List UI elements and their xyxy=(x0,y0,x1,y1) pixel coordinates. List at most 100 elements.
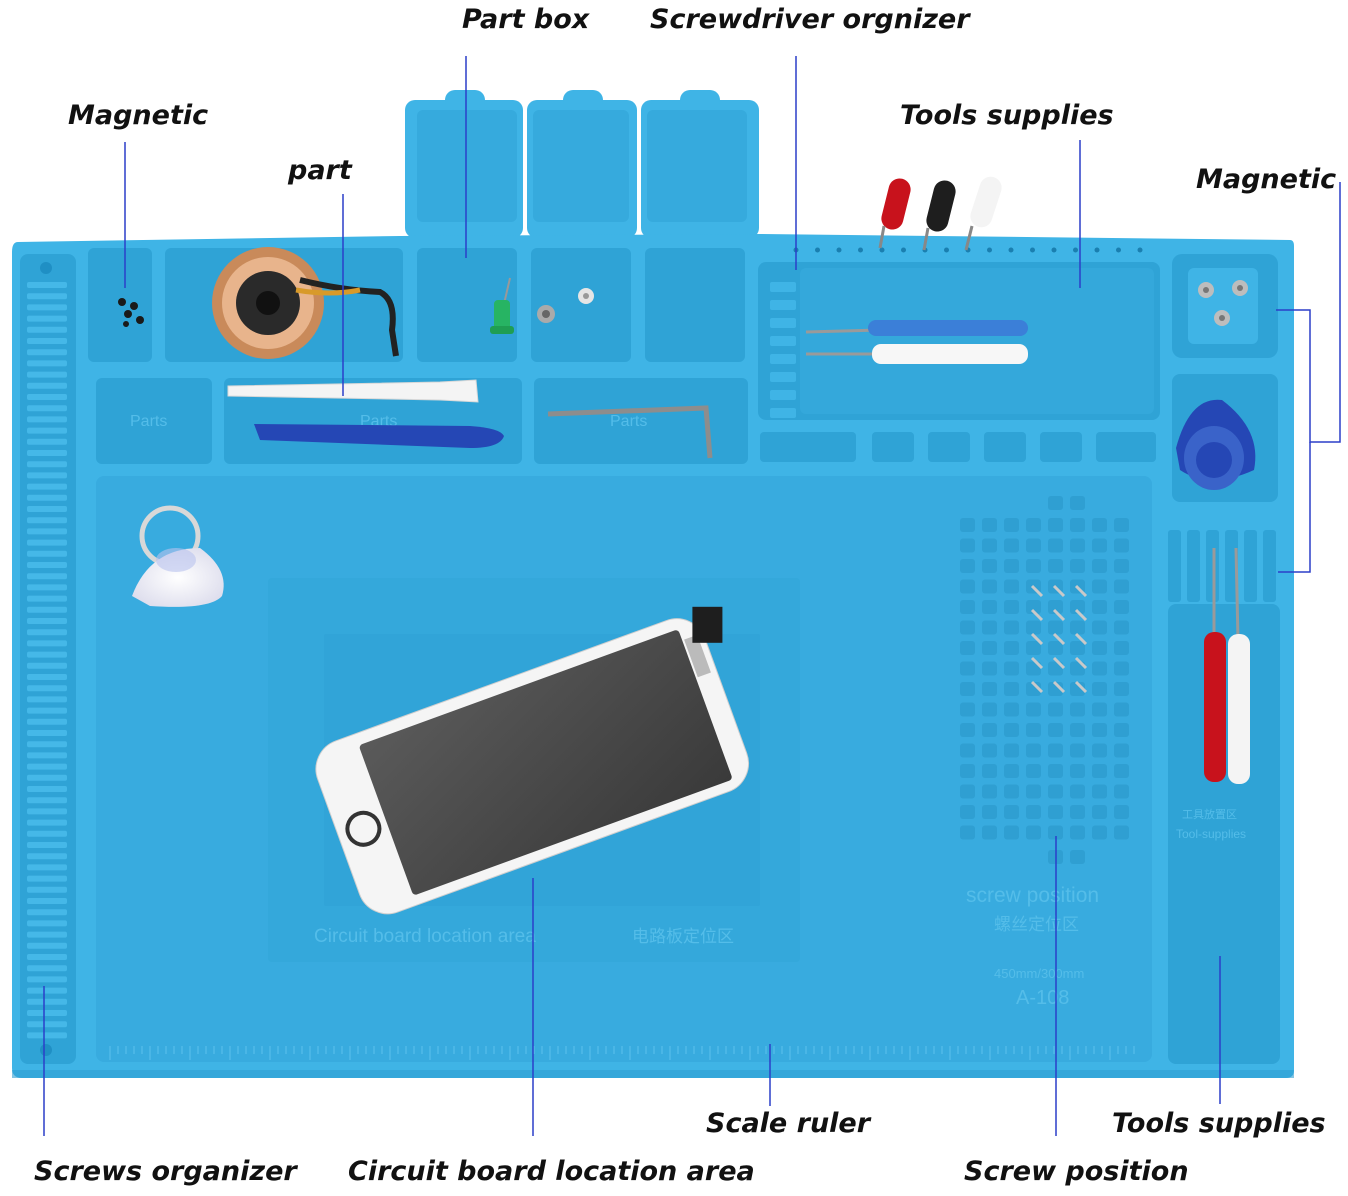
screw-cell xyxy=(1026,559,1041,573)
parts-label-1: Parts xyxy=(130,413,167,430)
small-screws xyxy=(118,298,144,327)
organizer-slot xyxy=(27,875,67,882)
screw-cell xyxy=(960,518,975,532)
screw-cell xyxy=(1048,702,1063,717)
leader-lines xyxy=(43,56,1341,1136)
screw-cell xyxy=(1114,723,1129,737)
grid-screw xyxy=(1030,632,1044,646)
organizer-slot xyxy=(27,819,67,826)
screw-cell xyxy=(982,743,997,758)
grid-screw xyxy=(1052,680,1066,694)
screw-cell xyxy=(1092,538,1107,553)
screw-cell xyxy=(1004,579,1019,594)
screw-cell xyxy=(1114,825,1129,840)
screw-cell xyxy=(1070,764,1085,778)
organizer-slot xyxy=(27,987,67,994)
organizer-slot xyxy=(27,909,67,916)
parts-label-3: Parts xyxy=(610,413,647,430)
screw-cell xyxy=(1026,702,1041,717)
organizer-slot xyxy=(27,304,67,311)
screw-cell xyxy=(982,825,997,840)
screw-cell xyxy=(1092,641,1107,655)
screw-cell xyxy=(1114,661,1129,676)
organizer-slot xyxy=(27,371,67,378)
grid-screw xyxy=(1052,656,1066,670)
screw-cell xyxy=(982,641,997,655)
organizer-slot xyxy=(27,438,67,445)
screw-cell xyxy=(1026,600,1041,614)
screw-cell xyxy=(1092,743,1107,758)
grid-screw xyxy=(1030,680,1044,694)
screw-cell xyxy=(1004,538,1019,553)
organizer-slot xyxy=(27,382,67,389)
screw-cell xyxy=(1092,579,1107,594)
organizer-slot xyxy=(27,674,67,680)
mini-slot xyxy=(928,432,970,462)
tray-pin xyxy=(836,247,842,253)
organizer-slot xyxy=(27,517,67,524)
screw-cell xyxy=(960,579,975,594)
screw-cell xyxy=(1026,743,1041,758)
grid-screw xyxy=(1052,608,1066,622)
white-pry-tool xyxy=(227,379,479,403)
organizer-slot xyxy=(27,842,67,848)
tool-slot xyxy=(1263,530,1276,602)
organizer-slot xyxy=(27,864,67,871)
grid-screw xyxy=(1074,680,1088,694)
screw-cell xyxy=(960,559,975,573)
organizer-slot xyxy=(27,730,67,736)
screw-cell xyxy=(982,682,997,696)
screw-cell xyxy=(1114,743,1129,758)
organizer-slot xyxy=(27,528,67,535)
blue-spudger xyxy=(254,424,504,448)
organizer-slot xyxy=(27,506,67,512)
screw-cell xyxy=(1004,559,1019,573)
callout-part: part xyxy=(288,155,352,186)
screw-cell xyxy=(1026,538,1041,553)
organizer-slot xyxy=(27,618,67,624)
mini-slot xyxy=(984,432,1026,462)
screw-cell xyxy=(1092,559,1107,573)
screw-cell xyxy=(1092,682,1107,696)
mat-size-label: 450mm/300mm xyxy=(994,966,1084,981)
screw-cell xyxy=(1026,805,1041,819)
organizer-slot xyxy=(27,707,67,714)
screw-cell xyxy=(1048,538,1063,553)
grid-screw xyxy=(1074,608,1088,622)
screw-cell xyxy=(1004,702,1019,717)
screw-cell xyxy=(1026,641,1041,655)
screw-cell xyxy=(1026,723,1041,737)
screw-cell xyxy=(982,805,997,819)
tool-supply-area: 工具放置区 Tool-supplies xyxy=(1168,530,1280,1064)
grid-screw xyxy=(1030,584,1044,598)
screw-cell xyxy=(1114,579,1129,594)
organizer-slot xyxy=(27,562,67,568)
organizer-slot xyxy=(27,954,67,960)
screw-cell xyxy=(982,702,997,717)
screw-cell xyxy=(1048,805,1063,819)
organizer-slot xyxy=(27,685,67,692)
tray-screwdrivers xyxy=(805,320,1028,364)
screw-cell xyxy=(1048,496,1063,510)
screwdriver-slot xyxy=(770,336,796,346)
screw-cell xyxy=(1048,743,1063,758)
screw-cell xyxy=(1114,805,1129,819)
screw-cell xyxy=(1070,702,1085,717)
organizer-slot xyxy=(27,326,67,333)
grid-screws xyxy=(1030,584,1088,694)
colored-tool-tips xyxy=(878,176,1002,251)
mini-slot xyxy=(872,432,914,462)
tools-supplies-cn-label: 工具放置区 xyxy=(1182,807,1237,821)
circuit-board-area-cn-label: 电路板定位区 xyxy=(632,927,734,946)
screw-cell xyxy=(960,538,975,553)
tray-pin xyxy=(815,247,820,253)
grid-screw xyxy=(1074,584,1088,598)
callout-tools-supplies-top: Tools supplies xyxy=(900,100,1114,131)
screw-cell xyxy=(1114,764,1129,778)
screw-cell xyxy=(1004,784,1019,799)
organizer-slot xyxy=(27,920,67,927)
tray-pin xyxy=(1008,247,1014,253)
screwdriver-slot xyxy=(770,408,796,418)
screw-cell xyxy=(1026,764,1041,778)
screw-cell xyxy=(982,764,997,778)
